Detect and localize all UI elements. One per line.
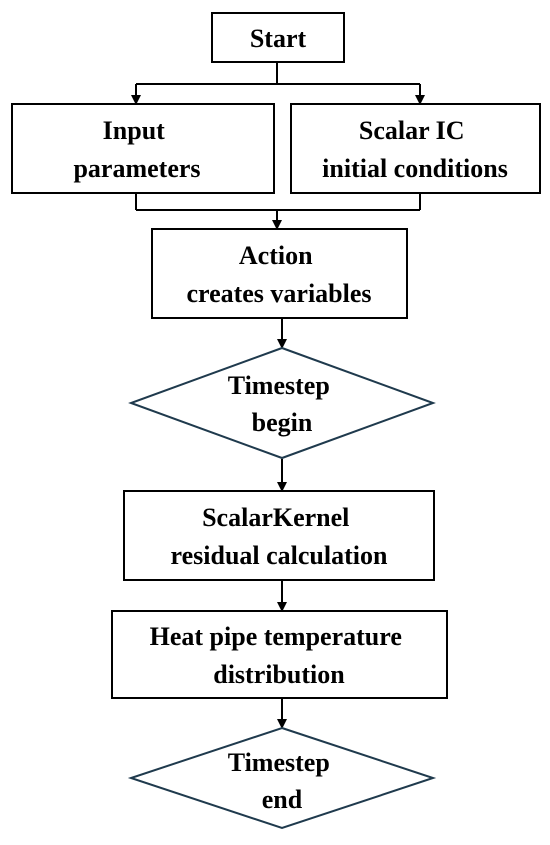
input-parameters-node: Input parameters bbox=[11, 103, 275, 194]
input-parameters-label: Input parameters bbox=[73, 116, 200, 183]
heat-pipe-box bbox=[111, 610, 448, 699]
scalar-kernel-label: ScalarKernel residual calculation bbox=[171, 503, 388, 570]
start-node: Start bbox=[211, 12, 345, 63]
action-box bbox=[151, 228, 408, 319]
action-label: Action creates variables bbox=[186, 241, 371, 308]
heat-pipe-label: Heat pipe temperature distribution bbox=[150, 622, 409, 689]
scalar-ic-node: Scalar IC initial conditions bbox=[290, 103, 541, 194]
start-box bbox=[211, 12, 345, 63]
scalar-kernel-node: ScalarKernel residual calculation bbox=[123, 490, 435, 581]
timestep-end-diamond bbox=[127, 726, 437, 830]
scalar-ic-label: Scalar IC initial conditions bbox=[322, 116, 508, 183]
timestep-end-label: Timestep end bbox=[228, 748, 337, 814]
timestep-begin-node: Timestep begin bbox=[128, 346, 436, 460]
action-node: Action creates variables bbox=[151, 228, 408, 319]
input-parameters-box bbox=[11, 103, 275, 194]
scalar-kernel-box bbox=[123, 490, 435, 581]
timestep-begin-diamond bbox=[128, 346, 436, 460]
timestep-begin-label: Timestep begin bbox=[228, 371, 337, 437]
heat-pipe-node: Heat pipe temperature distribution bbox=[111, 610, 448, 699]
timestep-end-node: Timestep end bbox=[127, 726, 437, 830]
scalar-ic-box bbox=[290, 103, 541, 194]
start-label: Start bbox=[250, 24, 307, 53]
connectors bbox=[131, 62, 425, 729]
